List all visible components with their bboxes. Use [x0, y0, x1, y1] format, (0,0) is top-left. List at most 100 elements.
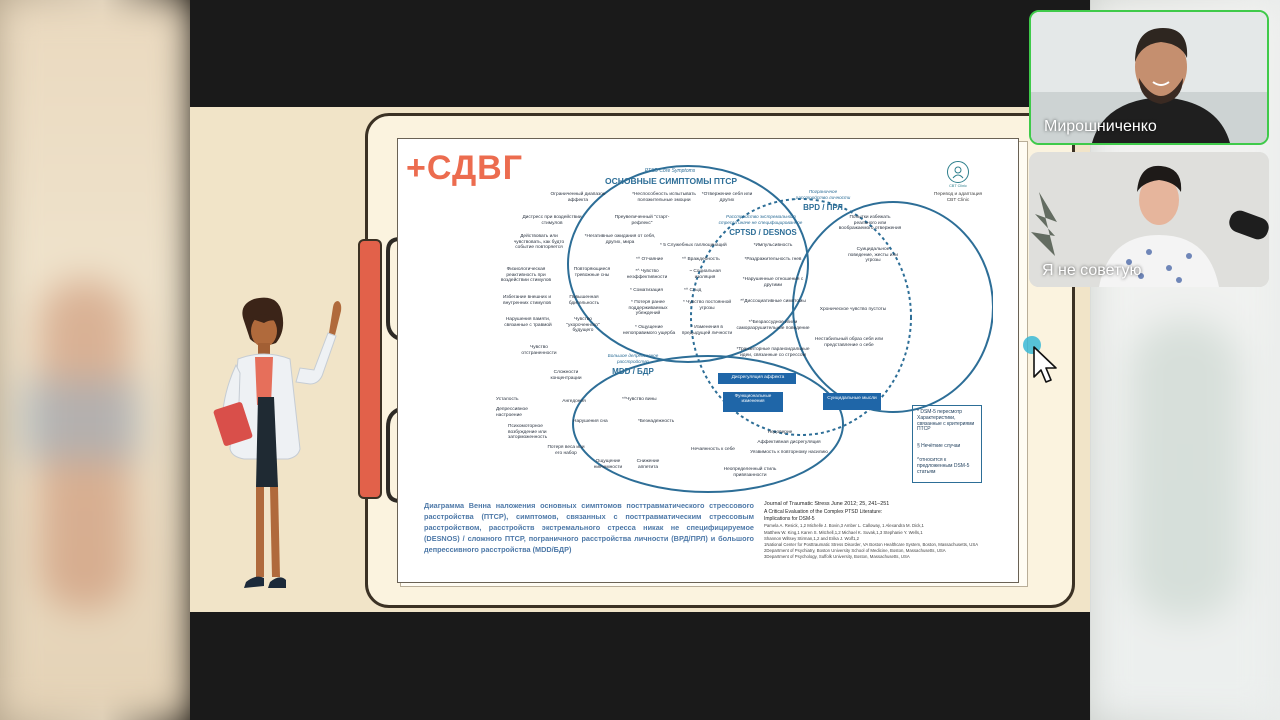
cptsd-circle: [690, 198, 912, 436]
cptsd-item: * Ощущение непоправимого ущерба: [622, 325, 676, 336]
ptsd-item: Физиологическая реактивность при воздейс…: [500, 267, 552, 284]
venn-diagram-sheet: +СДВГ PTSD Core Symptoms ОСНОВНЫЕ СИМПТО…: [397, 138, 1019, 583]
participant-video-icon: [1029, 152, 1269, 287]
reference-line: 2Department of Psychiatry, Boston Univer…: [764, 548, 946, 554]
cptsd-label: CPTSD / DESNOS: [729, 228, 797, 237]
ptsd-item: Чувство отстраненности: [521, 345, 557, 356]
overlap-item: *^Диссоциативные симптомы: [740, 299, 806, 304]
cbt-line-2: CBT Clinic: [946, 197, 970, 203]
ptsd-item: Чувство "укороченного" будущего: [566, 317, 600, 334]
bpd-item: Попытки избежать реального или воображае…: [838, 215, 902, 232]
letterbox-top: [190, 0, 1090, 107]
overlap-item: *Раздражительность гнев: [744, 257, 802, 262]
ptsd-item: *Негативные ожидания от себя, других, ми…: [584, 234, 656, 245]
cptsd-item: *^ Отчаяние: [636, 257, 664, 262]
cbt-line-1: Перевод и адаптация: [933, 192, 983, 198]
cbt-logo-icon: [947, 161, 969, 183]
blurred-background-left: [0, 0, 190, 720]
legend-item: § Нечёткие случаи: [917, 443, 961, 449]
shared-screen-slide: +СДВГ PTSD Core Symptoms ОСНОВНЫЕ СИМПТО…: [190, 107, 1090, 612]
mouse-pointer-icon: [1023, 336, 1057, 383]
mdd-item: Нечаянность к себе: [691, 447, 735, 452]
ptsd-core-en-label: PTSD Core Symptoms: [644, 168, 696, 174]
overlap-item: *Транзиторные параноидальные идеи, связа…: [736, 347, 810, 358]
bpd-item: Нестабильный образ себя или представлени…: [814, 337, 884, 348]
suicidal-box: [823, 393, 881, 410]
ptsd-item: Избегание внешних и внутренних стимулов: [502, 295, 552, 306]
ptsd-item: *Неспособность испытывать положительные …: [632, 192, 696, 203]
legend-box: * DSM-5 пересмотр Характеристики, связан…: [912, 405, 982, 483]
overlap-item: *Нарушенные отношения с другими: [742, 277, 804, 288]
ptsd-circle: [567, 165, 809, 363]
bpd-circle: [792, 201, 993, 413]
legend-item: * DSM-5 пересмотр Характеристики, связан…: [917, 409, 975, 433]
mdd-item: Нарушения сна: [573, 419, 608, 424]
overlap-item: *Импульсивность: [753, 243, 793, 248]
mdd-item: Депрессивное настроение: [496, 407, 528, 418]
bpd-en-2: расстройство личности: [795, 195, 851, 200]
reference-line: Pamela A. Resick, 1,2 Michelle J. Bovin,…: [764, 523, 924, 529]
functional-box: [723, 392, 783, 412]
mdd-item: Сложности концентрации: [550, 370, 582, 381]
reference-line: Matthew W. King,1 Karen S. Mitchell,1,2 …: [764, 529, 923, 535]
doctor-illustration: [213, 297, 342, 588]
mdd-item: Психомоторное возбуждение или заторможен…: [508, 424, 548, 441]
mdd-item: Ощущение никчемности: [593, 459, 623, 470]
cptsd-item: * 5 Служебных галлюцинаций: [660, 243, 727, 248]
ptsd-item: Действовать или чувствовать, как будто с…: [513, 234, 565, 251]
participant-video-icon: [1031, 12, 1267, 143]
cptsd-item: * Чувство постоянной угрозы: [682, 300, 732, 311]
ptsd-item: Ограниченный диапазон аффекта: [550, 192, 606, 203]
ptsd-item: *Отвержение себя или других: [701, 192, 753, 203]
diagram-caption: Диаграмма Венна наложения основных симпт…: [424, 501, 754, 554]
mdd-label: MDD / БДР: [612, 367, 654, 376]
bpd-item: Уязвимость к повторному насилию: [750, 450, 828, 455]
participant-tile-active[interactable]: Мирошниченко: [1029, 10, 1269, 145]
mdd-item: *^Чувство вины: [622, 397, 657, 402]
bpd-item: Неопределенный стиль привязанности: [723, 467, 777, 478]
mdd-item: Усталость: [496, 397, 519, 402]
reference-line: A Critical Evaluation of the Complex PTS…: [764, 508, 883, 515]
ptsd-item: Повышенная бдительность: [568, 295, 600, 306]
bpd-item: Недоверие: [767, 430, 793, 435]
cptsd-item: * Потеря ранее поддерживаемых убеждений: [628, 300, 668, 317]
mdd-item: Ангедония: [562, 399, 586, 404]
reference-line: 1National Center for Posttraumatic Stres…: [764, 541, 979, 547]
ptsd-item: Повторяющиеся тревожные сны: [573, 267, 611, 278]
ptsd-core-label: ОСНОВНЫЕ СИМПТОМЫ ПТСР: [604, 176, 738, 186]
mdd-en-2: расстройство: [616, 359, 650, 364]
cptsd-item: * Изменения в предыдущей личности: [681, 325, 733, 336]
affect-box-label: Дисрегуляция аффекта: [731, 375, 785, 380]
cptsd-item: *^ Стыд: [684, 288, 702, 293]
affect-box: [718, 373, 796, 384]
reference-line: Journal of Traumatic Stress June 2012; 2…: [764, 501, 890, 507]
functional-box-label: Функциональные изменения: [734, 393, 772, 404]
participant-tile[interactable]: Я не советую: [1029, 152, 1269, 287]
suicidal-box-label: Суицидальные мысли: [827, 396, 877, 401]
ptsd-item: Преувеличенный "старт-рефлекс": [614, 215, 670, 226]
cbt-logo-name: CBT Clinic: [949, 184, 967, 188]
clipboard-clip: [358, 239, 382, 499]
cptsd-en-1: Расстройство экстремального: [726, 214, 796, 219]
participant-name: Мирошниченко: [1044, 118, 1157, 135]
bpd-item: Хроническое чувство пустоты: [819, 307, 887, 312]
ptsd-item: Дистресс при воздействии стимулов: [522, 215, 582, 226]
mdd-item: Снижение аппетита: [636, 459, 660, 470]
bpd-item: Суицидальное поведение, жесты или угрозы: [848, 247, 898, 264]
reference-line: Implications for DSM-5: [764, 516, 815, 523]
participant-name: Я не советую: [1042, 262, 1142, 279]
cptsd-item: * Соматизация: [630, 288, 663, 293]
mdd-en-1: Большое депрессивное: [607, 353, 659, 358]
mdd-item: *Безнадежность: [638, 419, 675, 424]
cptsd-en-2: стресса иначе не специфицированное: [718, 220, 803, 225]
venn-diagram: [567, 165, 993, 493]
bpd-label: BPD / ПРЛ: [803, 203, 843, 212]
ptsd-item: Нарушения памяти, связанные с травмой: [504, 317, 552, 328]
legend-item: ^относится к предложенным DSM-5 статьям: [917, 457, 970, 475]
bpd-en-1: Пограничное: [808, 189, 838, 194]
cptsd-item: *^ Враждебность: [682, 257, 720, 262]
references: Journal of Traumatic Stress June 2012; 2…: [764, 501, 1014, 561]
mdd-circle: [572, 355, 844, 493]
reference-line: Shannon Wiltsey Stirman,1,2 and Erika J.…: [764, 535, 859, 541]
